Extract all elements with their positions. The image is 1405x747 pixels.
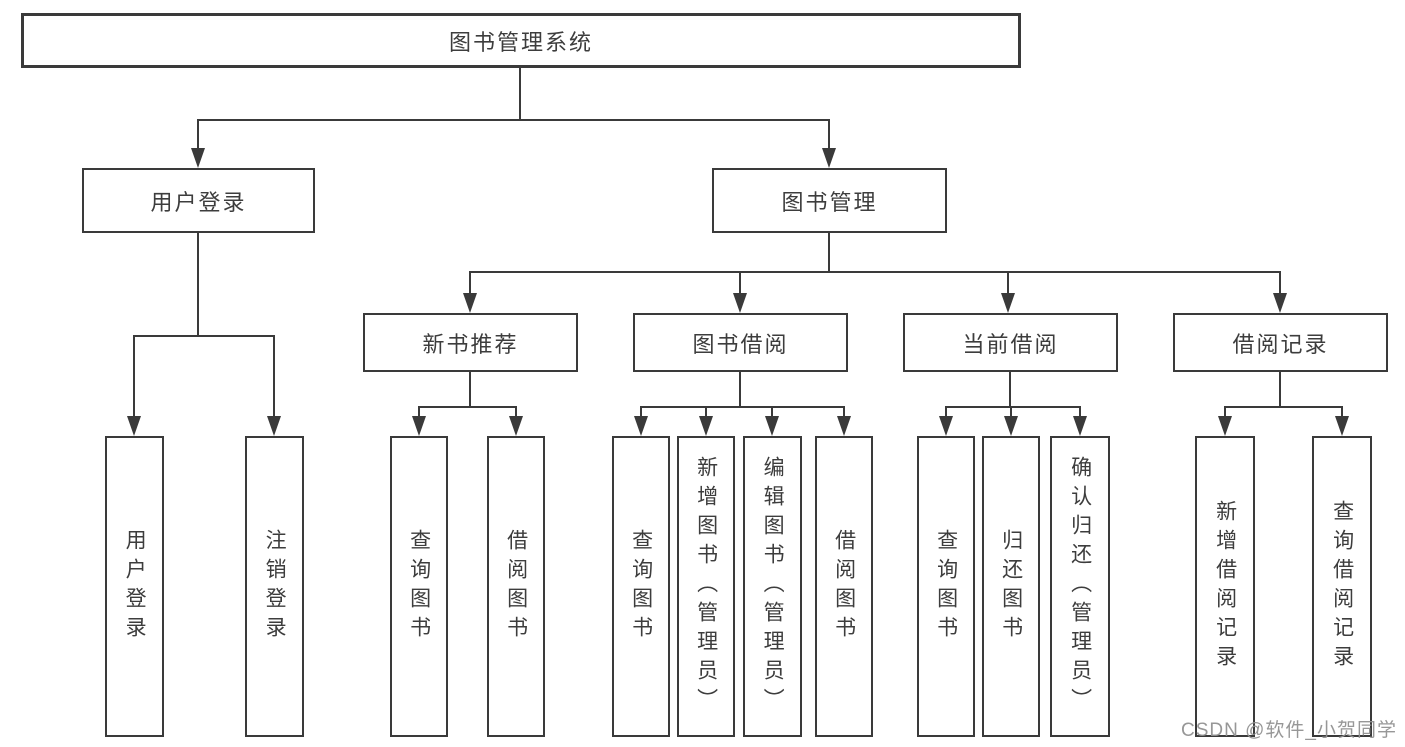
leaf-user-login-label: 用户登录 — [123, 528, 147, 645]
connector-nbr-leaf1 — [418, 406, 420, 418]
connector-nbr-leaf2 — [515, 406, 517, 418]
leaf-bb-query-books-label: 查询图书 — [629, 528, 653, 645]
leaf-nbr-query-books-label: 查询图书 — [407, 528, 431, 645]
arrow-down-icon — [1335, 416, 1349, 436]
node-new-book-recommend-label: 新书推荐 — [422, 331, 519, 357]
connector-nbr-stem — [469, 372, 471, 408]
leaf-cb-confirm-return-admin: 确认归还（管理员） — [1050, 436, 1110, 737]
leaf-user-login: 用户登录 — [105, 436, 164, 737]
leaf-br-query-record-label: 查询借阅记录 — [1330, 499, 1354, 674]
connector-bb-leaf2 — [705, 406, 707, 418]
leaf-bb-add-books-admin-label: 新增图书（管理员） — [694, 456, 718, 717]
connector-user-login-hbar — [133, 335, 275, 337]
leaf-bb-add-books-admin: 新增图书（管理员） — [677, 436, 735, 737]
leaf-bb-edit-books-admin-label: 编辑图书（管理员） — [761, 456, 785, 717]
leaf-bb-borrow-books: 借阅图书 — [815, 436, 873, 737]
connector-br-hbar — [1224, 406, 1343, 408]
arrow-down-icon — [191, 148, 205, 168]
arrow-down-icon — [939, 416, 953, 436]
arrow-down-icon — [127, 416, 141, 436]
leaf-br-query-record: 查询借阅记录 — [1312, 436, 1372, 737]
connector-to-user-login — [197, 119, 199, 150]
node-new-book-recommend: 新书推荐 — [363, 313, 578, 372]
node-user-login: 用户登录 — [82, 168, 315, 233]
connector-br-leaf2 — [1341, 406, 1343, 418]
node-book-borrow: 图书借阅 — [633, 313, 848, 372]
node-root-label: 图书管理系统 — [448, 29, 593, 55]
connector-user-login-stem — [197, 233, 199, 336]
arrow-down-icon — [1273, 293, 1287, 313]
node-borrow-records: 借阅记录 — [1173, 313, 1388, 372]
connector-cb-leaf2 — [1010, 406, 1012, 418]
arrow-down-icon — [733, 293, 747, 313]
connector-to-new-book-recommend — [469, 271, 471, 295]
arrow-down-icon — [822, 148, 836, 168]
arrow-down-icon — [765, 416, 779, 436]
connector-to-book-management — [828, 119, 830, 150]
node-book-borrow-label: 图书借阅 — [692, 331, 789, 357]
node-user-login-label: 用户登录 — [150, 189, 247, 215]
leaf-bb-query-books: 查询图书 — [612, 436, 670, 737]
connector-cb-stem — [1009, 372, 1011, 408]
connector-level2-hbar — [469, 271, 1281, 273]
arrow-down-icon — [267, 416, 281, 436]
leaf-cb-return-books: 归还图书 — [982, 436, 1040, 737]
arrow-down-icon — [634, 416, 648, 436]
connector-to-leaf-logout — [273, 335, 275, 418]
connector-cb-leaf1 — [945, 406, 947, 418]
connector-level1-hbar — [197, 119, 830, 121]
leaf-nbr-query-books: 查询图书 — [390, 436, 448, 737]
leaf-cb-confirm-return-admin-label: 确认归还（管理员） — [1068, 456, 1092, 717]
arrow-down-icon — [463, 293, 477, 313]
connector-bb-leaf4 — [843, 406, 845, 418]
connector-br-leaf1 — [1224, 406, 1226, 418]
arrow-down-icon — [837, 416, 851, 436]
leaf-cb-return-books-label: 归还图书 — [999, 528, 1023, 645]
leaf-logout: 注销登录 — [245, 436, 304, 737]
arrow-down-icon — [1218, 416, 1232, 436]
connector-to-book-borrow — [739, 271, 741, 295]
leaf-cb-query-books: 查询图书 — [917, 436, 975, 737]
node-book-management: 图书管理 — [712, 168, 947, 233]
leaf-cb-query-books-label: 查询图书 — [934, 528, 958, 645]
connector-cb-hbar — [945, 406, 1081, 408]
leaf-br-add-record-label: 新增借阅记录 — [1213, 499, 1237, 674]
arrow-down-icon — [699, 416, 713, 436]
connector-nbr-hbar — [418, 406, 517, 408]
connector-to-current-borrow — [1007, 271, 1009, 295]
arrow-down-icon — [1073, 416, 1087, 436]
connector-cb-leaf3 — [1079, 406, 1081, 418]
leaf-nbr-borrow-books: 借阅图书 — [487, 436, 545, 737]
arrow-down-icon — [509, 416, 523, 436]
connector-bb-hbar — [640, 406, 845, 408]
node-root: 图书管理系统 — [21, 13, 1021, 68]
connector-bb-leaf1 — [640, 406, 642, 418]
connector-to-borrow-records — [1279, 271, 1281, 295]
connector-bb-leaf3 — [771, 406, 773, 418]
csdn-watermark: CSDN @软件_小贺同学 — [1181, 720, 1397, 741]
connector-br-stem — [1279, 372, 1281, 408]
arrow-down-icon — [1004, 416, 1018, 436]
connector-book-management-stem — [828, 233, 830, 273]
node-borrow-records-label: 借阅记录 — [1232, 331, 1329, 357]
connector-to-leaf-user-login — [133, 335, 135, 418]
leaf-bb-edit-books-admin: 编辑图书（管理员） — [743, 436, 802, 737]
connector-root-stem — [519, 66, 521, 121]
node-book-management-label: 图书管理 — [781, 189, 878, 215]
leaf-logout-label: 注销登录 — [263, 528, 287, 645]
arrow-down-icon — [1001, 293, 1015, 313]
leaf-bb-borrow-books-label: 借阅图书 — [832, 528, 856, 645]
leaf-br-add-record: 新增借阅记录 — [1195, 436, 1255, 737]
connector-bb-stem — [739, 372, 741, 408]
node-current-borrow-label: 当前借阅 — [962, 331, 1059, 357]
leaf-nbr-borrow-books-label: 借阅图书 — [504, 528, 528, 645]
node-current-borrow: 当前借阅 — [903, 313, 1118, 372]
arrow-down-icon — [412, 416, 426, 436]
